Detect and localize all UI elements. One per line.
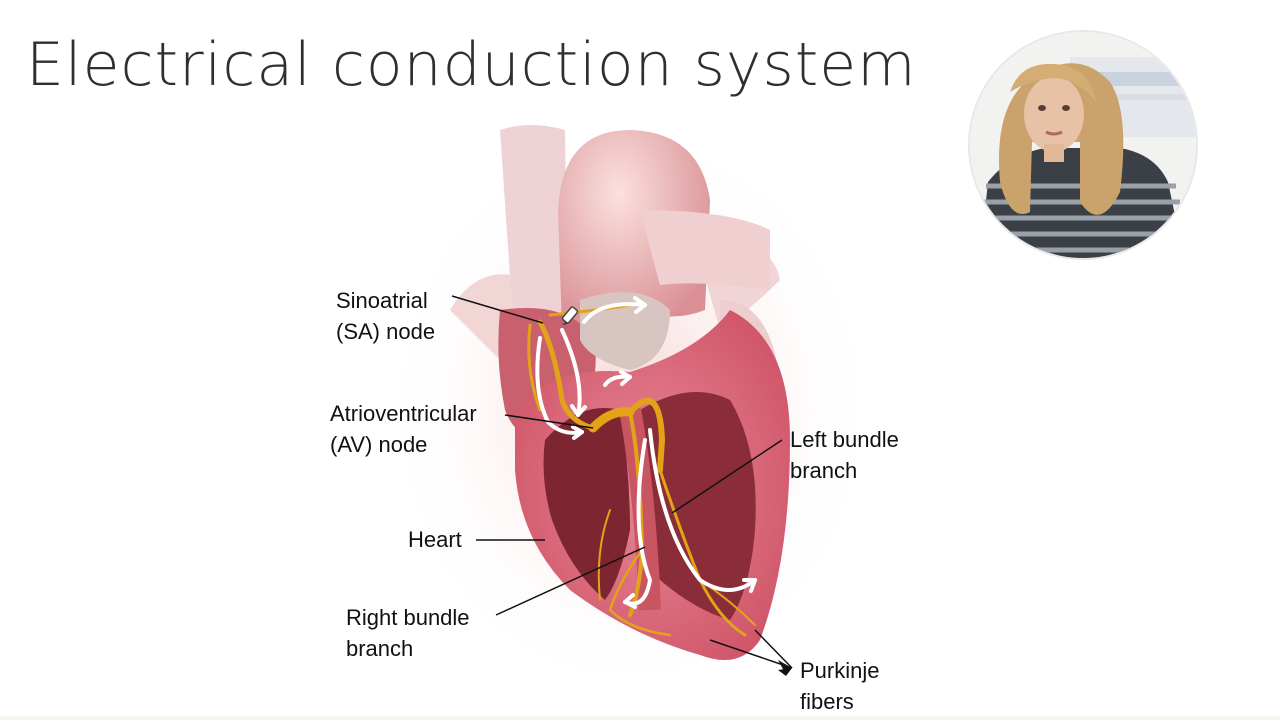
label-sa-node: Sinoatrial (SA) node [336, 288, 436, 344]
label-left-bundle-branch: Left bundle branch [790, 427, 899, 483]
label-av-node: Atrioventricular (AV) node [330, 401, 477, 457]
presenter-webcam [970, 32, 1196, 258]
label-heart: Heart [408, 527, 462, 552]
slide-title: Electrical conduction system [26, 30, 917, 100]
label-right-bundle-branch: Right bundle branch [346, 605, 470, 661]
pen-cursor-icon [561, 306, 579, 325]
heart-diagram: Sinoatrial (SA) node Atrioventricular (A… [300, 110, 950, 720]
bottom-edge [0, 716, 1280, 720]
label-purkinje-fibers: Purkinje fibers [800, 658, 880, 714]
